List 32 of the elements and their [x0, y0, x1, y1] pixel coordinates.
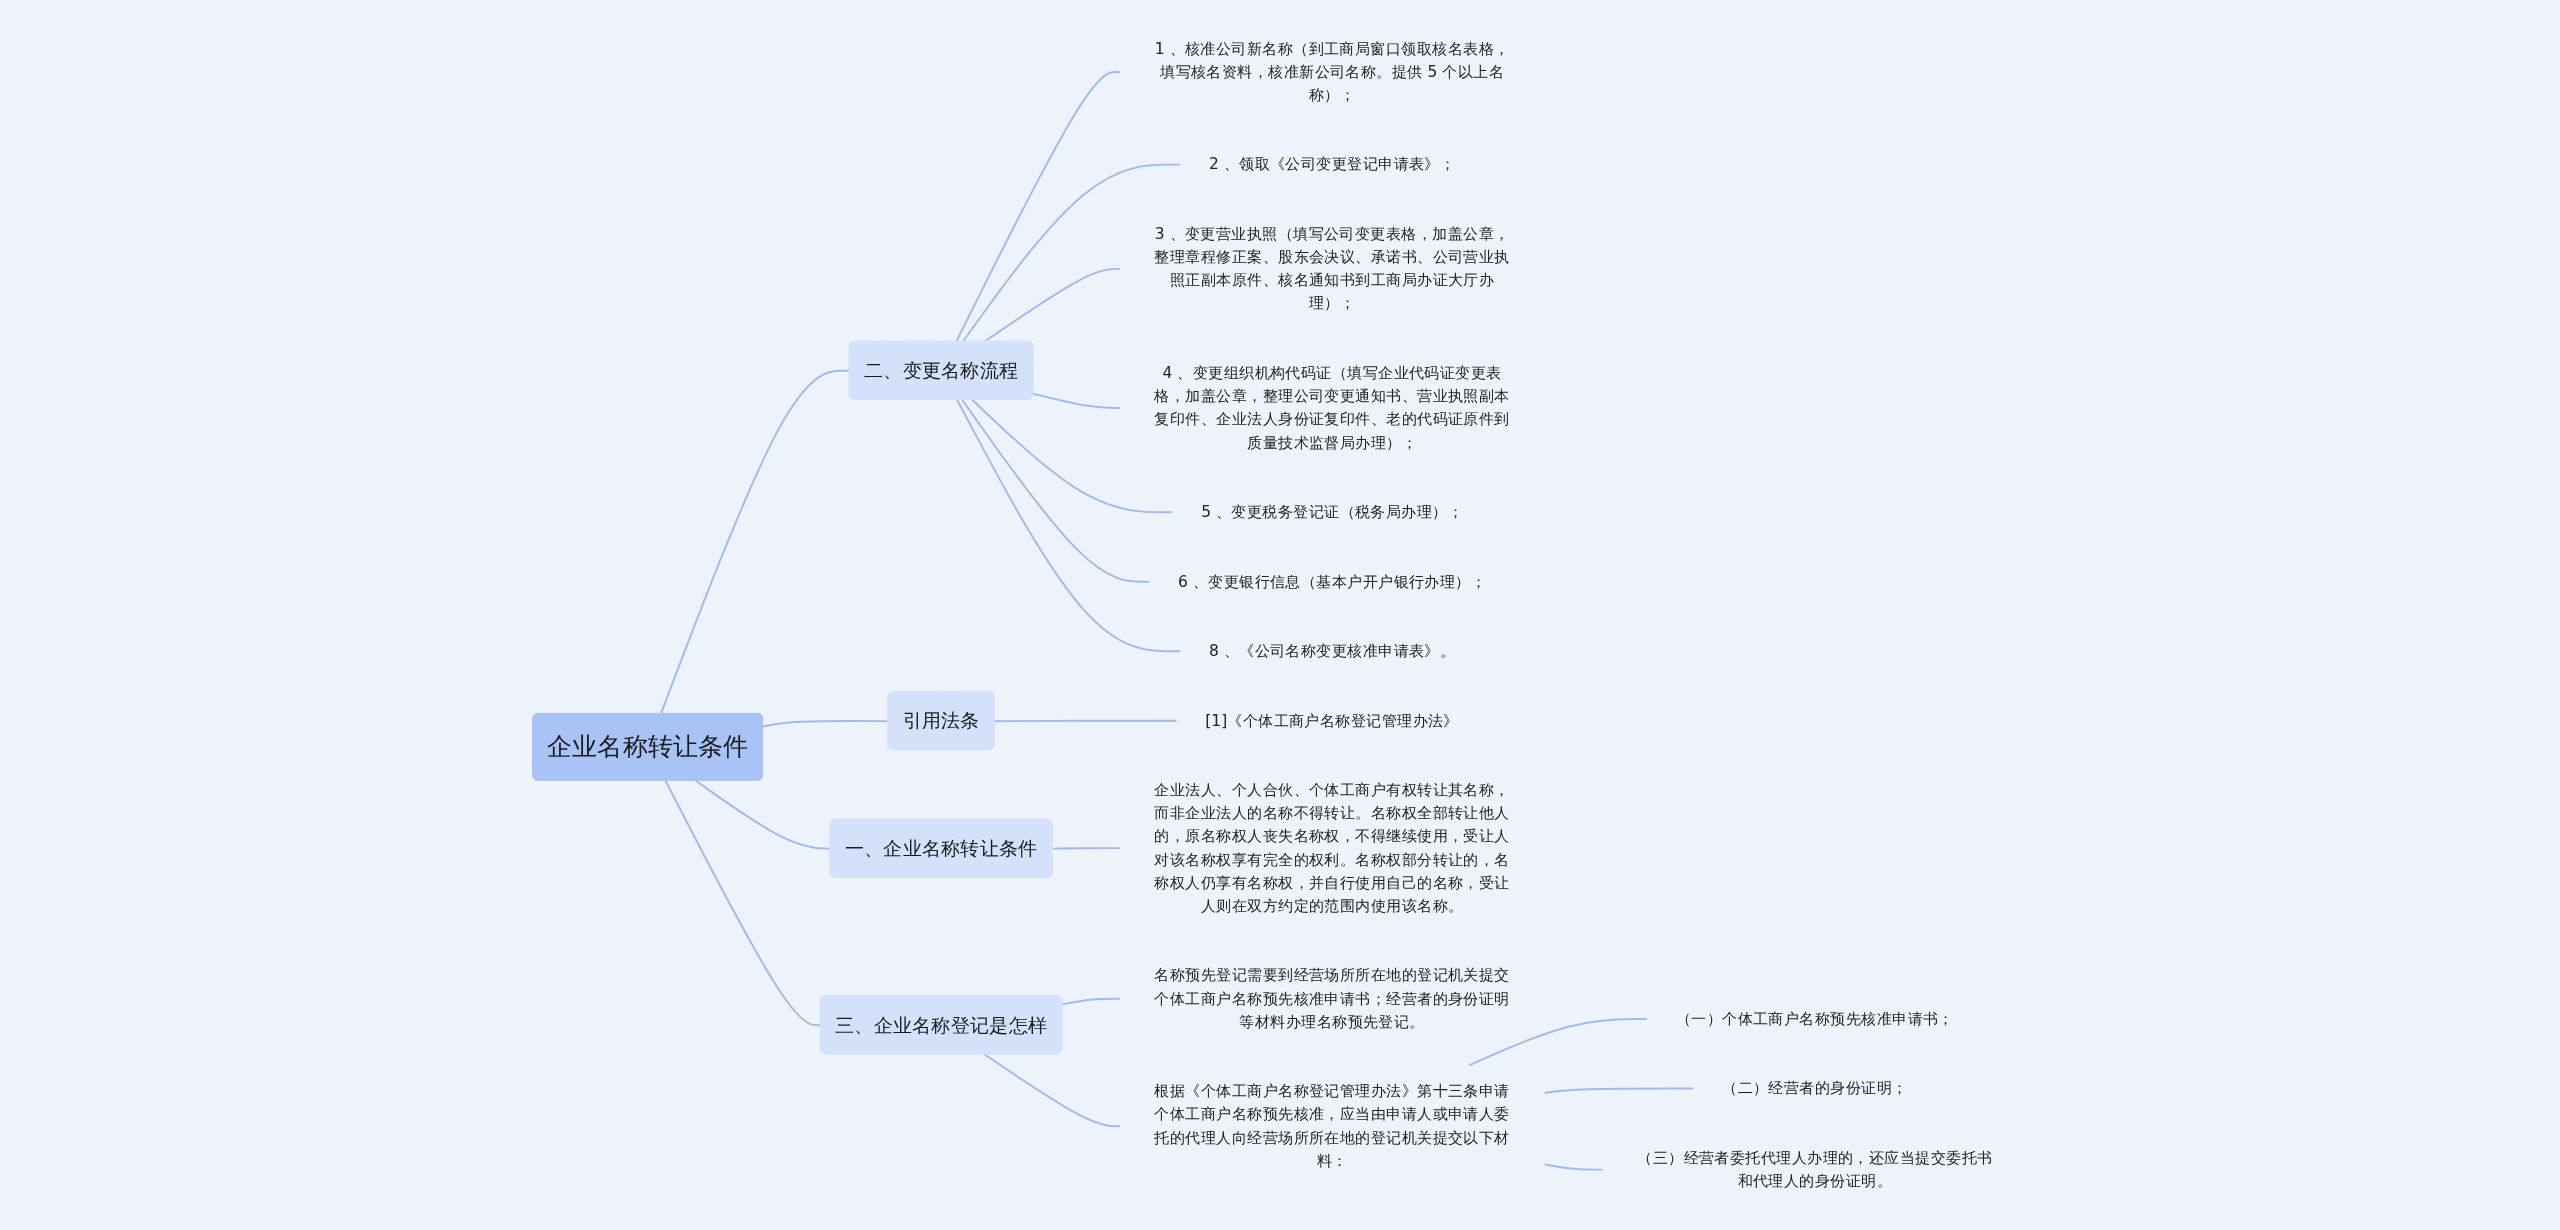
connector [1061, 997, 1121, 1006]
connector [1543, 1087, 1695, 1094]
connector [983, 1053, 1121, 1128]
connector [1051, 847, 1121, 850]
node-text: 5 、变更税务登记证（税务局办理）； [1201, 502, 1464, 521]
connector [956, 398, 1181, 653]
node-text: 1 、核准公司新名称（到工商局窗口领取核名表格，填写核名资料，核准新公司名称。提供 5 个以上名称）； [1154, 39, 1510, 104]
connector [955, 71, 1121, 343]
node-text: 名称预先登记需要到经营场所所在地的登记机关提交个体工商户名称预先核准申请书；经营者的身份证明等材料办理名称预先登记。 [1154, 965, 1510, 1031]
node-text: 4 、变更组织机构代码证（填写企业代码证变更表格，加盖公章，整理公司变更通知书、营业执照副本复印件、企业法人身份证复印件、老的代码证原件到质量技术监督局办理）； [1154, 363, 1510, 452]
connector [762, 720, 890, 728]
node-text: （二）经营者的身份证明； [1722, 1078, 1908, 1098]
node-text: （三）经营者委托代理人办理的，还应当提交委托书和代理人的身份证明。 [1637, 1148, 1993, 1190]
connector [971, 398, 1174, 514]
connector [1468, 1018, 1648, 1067]
node-text: 2 、领取《公司变更登记申请表》； [1208, 154, 1456, 174]
node-text: （一）个体工商户名称预先核准申请书； [1675, 1009, 1954, 1028]
node-text: 6 、变更银行信息（基本户开户银行办理）； [1178, 572, 1487, 591]
connector [1032, 392, 1121, 409]
connector [1543, 1163, 1604, 1171]
node-text: 根据《个体工商户名称登记管理办法》第十三条申请个体工商户名称预先核准，应当由申请人或申请人委托的代理人向经营场所所在地的登记机关提交以下材料： [1154, 1081, 1510, 1170]
node-text: 3 、变更营业执照（填写公司变更表格，加盖公章，整理章程修正案、股东会决议、承诺书、公司营业执照正副本原件、核名通知书到工商局办证大厅办理）； [1154, 224, 1510, 313]
node-text: 企业法人、个人合伙、个体工商户有权转让其名称，而非企业法人的名称不得转让。名称权全部转让他人的，原名称权人丧失名称权，不得继续使用，受让人对该名称权享有完全的权利。名称权部分转让的，名称权人仍享有名称权，并自行使用自己的名称，受让人则在双方约定的范围内使用该名称。 [1154, 780, 1510, 915]
connector [694, 779, 832, 850]
connector [983, 267, 1121, 343]
node-text: [1]《个体工商户名称登记管理办法》 [1205, 711, 1459, 730]
connector [961, 163, 1181, 343]
connector [993, 719, 1178, 723]
connector [664, 779, 822, 1027]
connector [961, 398, 1151, 583]
node-text: 8 、《公司名称变更核准申请表》。 [1208, 641, 1456, 660]
connector [659, 369, 851, 715]
